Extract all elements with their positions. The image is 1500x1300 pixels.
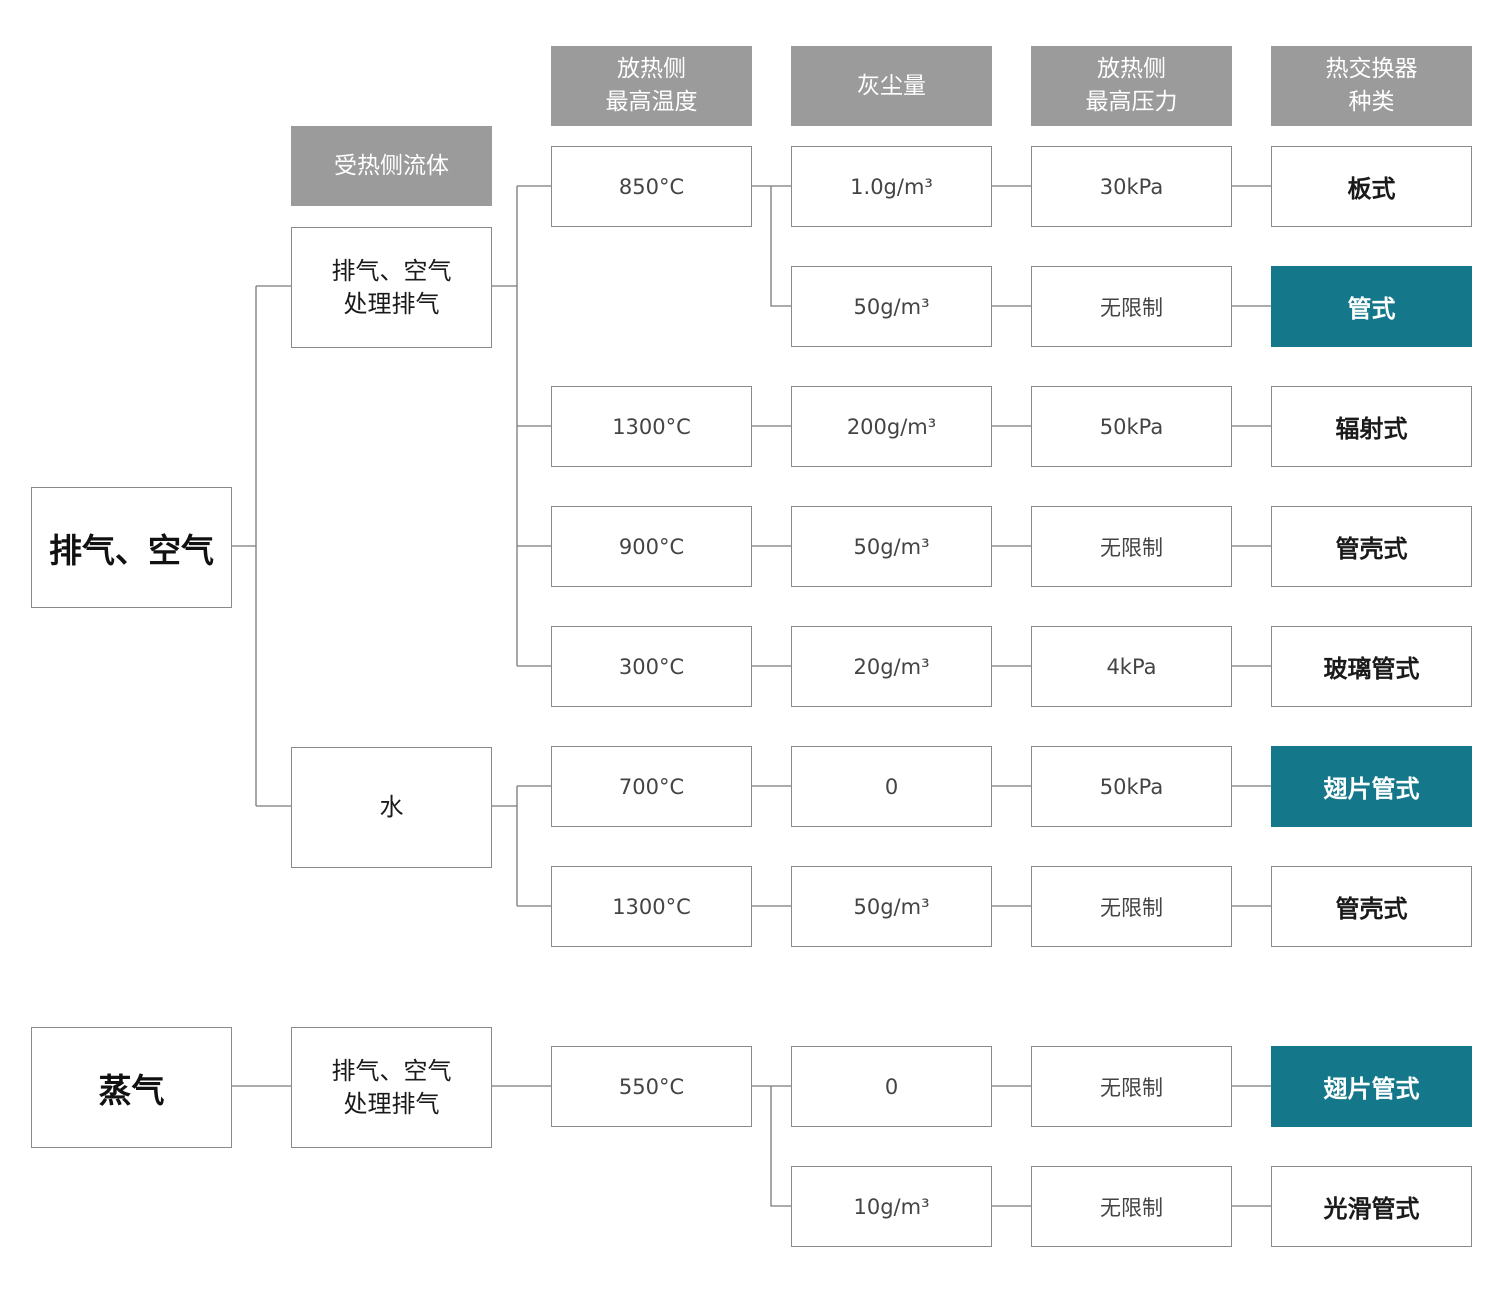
fluid-water: 水 bbox=[291, 747, 492, 868]
connector-water-to-temps bbox=[491, 785, 551, 907]
connector-row-links-water bbox=[751, 785, 1271, 907]
fluid-steam-exhaust-treatment: 排气、空气 处理排气 bbox=[291, 1027, 492, 1148]
dust-cell: 10g/m³ bbox=[791, 1166, 992, 1247]
exchanger-type-cell: 玻璃管式 bbox=[1271, 626, 1472, 707]
connector-row-links-upper bbox=[751, 185, 1271, 667]
dust-cell: 0 bbox=[791, 1046, 992, 1127]
pressure-cell: 无限制 bbox=[1031, 266, 1232, 347]
dust-cell: 50g/m³ bbox=[791, 506, 992, 587]
dust-cell: 50g/m³ bbox=[791, 266, 992, 347]
pressure-cell: 4kPa bbox=[1031, 626, 1232, 707]
exchanger-type-cell: 光滑管式 bbox=[1271, 1166, 1472, 1247]
dust-cell: 200g/m³ bbox=[791, 386, 992, 467]
dust-cell: 0 bbox=[791, 746, 992, 827]
source-steam: 蒸气 bbox=[31, 1027, 232, 1148]
source-exhaust-air: 排气、空气 bbox=[31, 487, 232, 608]
exchanger-type-cell-highlighted: 管式 bbox=[1271, 266, 1472, 347]
temp-cell: 300°C bbox=[551, 626, 752, 707]
dust-cell: 20g/m³ bbox=[791, 626, 992, 707]
header-max-temperature: 放热侧 最高温度 bbox=[551, 46, 752, 126]
header-dust-amount: 灰尘量 bbox=[791, 46, 992, 126]
pressure-cell: 无限制 bbox=[1031, 866, 1232, 947]
connector-row-links-steam bbox=[991, 1085, 1271, 1207]
temp-cell: 850°C bbox=[551, 146, 752, 227]
exchanger-type-cell: 管壳式 bbox=[1271, 506, 1472, 587]
pressure-cell: 无限制 bbox=[1031, 1046, 1232, 1127]
connector-850-to-dust bbox=[751, 185, 791, 307]
exchanger-type-cell-highlighted: 翅片管式 bbox=[1271, 1046, 1472, 1127]
pressure-cell: 无限制 bbox=[1031, 506, 1232, 587]
connector-550-to-dust bbox=[751, 1085, 791, 1207]
dust-cell: 1.0g/m³ bbox=[791, 146, 992, 227]
pressure-cell: 无限制 bbox=[1031, 1166, 1232, 1247]
header-exchanger-type: 热交换器 种类 bbox=[1271, 46, 1472, 126]
temp-cell: 700°C bbox=[551, 746, 752, 827]
dust-cell: 50g/m³ bbox=[791, 866, 992, 947]
pressure-cell: 50kPa bbox=[1031, 386, 1232, 467]
pressure-cell: 30kPa bbox=[1031, 146, 1232, 227]
temp-cell: 550°C bbox=[551, 1046, 752, 1127]
connector-fluid-to-temps bbox=[491, 185, 551, 667]
temp-cell: 1300°C bbox=[551, 386, 752, 467]
temp-cell: 1300°C bbox=[551, 866, 752, 947]
connector-source-to-fluids bbox=[231, 285, 291, 807]
exchanger-type-cell: 辐射式 bbox=[1271, 386, 1472, 467]
temp-cell: 900°C bbox=[551, 506, 752, 587]
exchanger-type-cell-highlighted: 翅片管式 bbox=[1271, 746, 1472, 827]
exchanger-type-cell: 管壳式 bbox=[1271, 866, 1472, 947]
exchanger-type-cell: 板式 bbox=[1271, 146, 1472, 227]
header-max-pressure: 放热侧 最高压力 bbox=[1031, 46, 1232, 126]
fluid-exhaust-treatment: 排气、空气 处理排气 bbox=[291, 227, 492, 348]
header-receiving-fluid: 受热侧流体 bbox=[291, 126, 492, 206]
pressure-cell: 50kPa bbox=[1031, 746, 1232, 827]
